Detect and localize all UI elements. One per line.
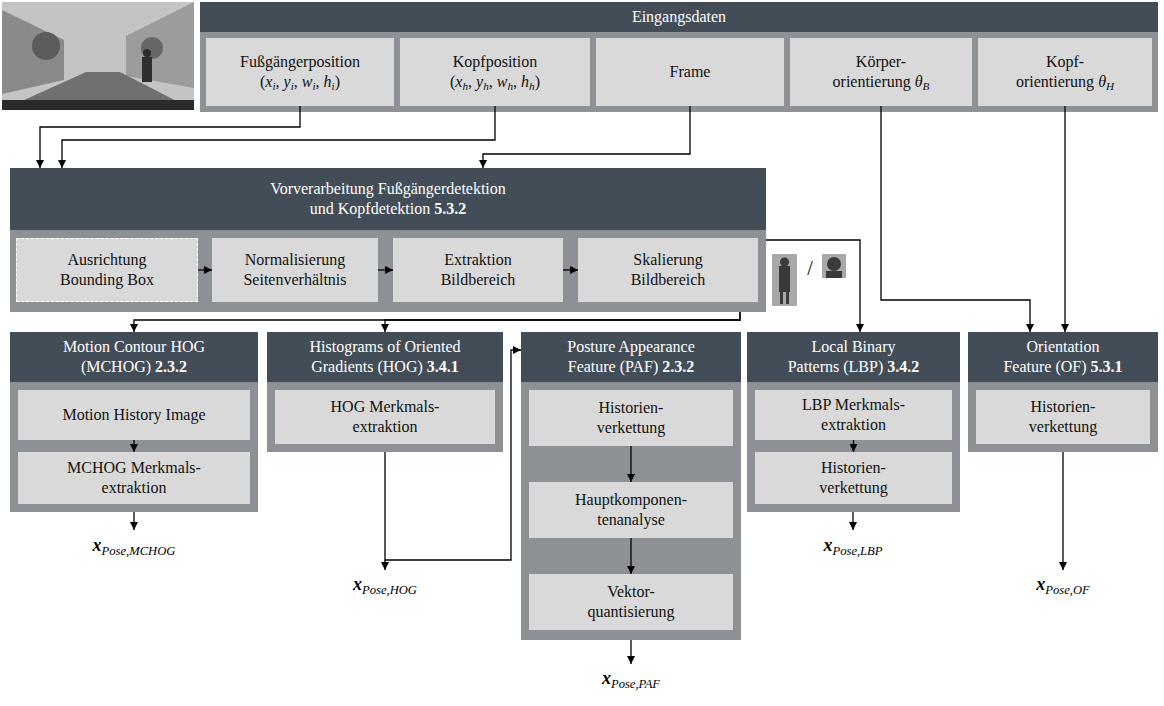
group-heading: Histograms of Oriented Gradients (HOG) 3… — [267, 332, 503, 382]
box-label: Historien- verkettung — [1029, 397, 1097, 437]
crop-leg — [786, 292, 789, 304]
group-heading: Local Binary Patterns (LBP) 3.4.2 — [747, 332, 960, 382]
process-box: Normalisierung Seitenverhältnis — [212, 238, 378, 302]
process-box: Ausrichtung Bounding Box — [16, 238, 198, 302]
box-label: LBP Merkmals- extraktion — [802, 395, 905, 435]
crop-leg — [780, 292, 783, 304]
flow-arrow — [1064, 106, 1065, 332]
flow-arrow — [385, 312, 740, 332]
process-box: Historien- verkettung — [529, 390, 733, 446]
group-heading: Vorverarbeitung Fußgängerdetektion und K… — [10, 168, 766, 230]
crop-head — [827, 257, 841, 271]
process-box: Körper- orientierung θB — [790, 38, 972, 106]
feature-vector-label: xPose,MCHOG — [93, 534, 176, 557]
box-label: Normalisierung Seitenverhältnis — [243, 250, 346, 290]
building-left — [2, 10, 64, 94]
feature-vector-label: xPose,LBP — [823, 534, 882, 557]
box-label: (xi, yi, wi, hi) — [260, 72, 340, 92]
feature-vector-label: xPose,HOG — [353, 573, 417, 596]
crop-shoulders — [826, 271, 842, 278]
process-group: Motion Contour HOG (MCHOG) 2.3.2Motion H… — [10, 332, 258, 512]
box-label: HOG Merkmals- extraktion — [331, 397, 440, 437]
process-box: Extraktion Bildbereich — [393, 238, 563, 302]
head-crop — [822, 254, 846, 278]
process-box: MCHOG Merkmals- extraktion — [18, 452, 250, 504]
output-arrow — [630, 640, 631, 664]
flow-arrow — [881, 106, 1030, 332]
pedestrian — [142, 57, 152, 82]
crop-body — [779, 266, 790, 292]
box-label: Kopfposition — [453, 52, 537, 72]
box-label: Ausrichtung Bounding Box — [60, 250, 154, 290]
sky — [2, 2, 194, 110]
tree — [32, 32, 60, 60]
group-heading: Motion Contour HOG (MCHOG) 2.3.2 — [10, 332, 258, 382]
process-box: Historien- verkettung — [755, 452, 952, 504]
process-box: Vektor- quantisierung — [529, 574, 733, 630]
crop-ground — [772, 254, 797, 306]
box-label: Frame — [670, 62, 711, 82]
box-label: MCHOG Merkmals- extraktion — [67, 458, 201, 498]
process-group: Posture Appearance Feature (PAF) 2.3.2Hi… — [521, 332, 741, 640]
box-label: Fußgängerposition — [240, 52, 360, 72]
street-photo — [2, 2, 194, 110]
road — [2, 72, 194, 110]
output-arrow — [133, 512, 134, 530]
process-group: Local Binary Patterns (LBP) 3.4.2LBP Mer… — [747, 332, 960, 512]
flow-arrow — [483, 106, 690, 168]
process-group: Histograms of Oriented Gradients (HOG) 3… — [267, 332, 503, 452]
car-hood — [2, 100, 194, 110]
process-group: Orientation Feature (OF) 5.3.1Historien-… — [968, 332, 1158, 452]
process-box: Kopfposition(xh, yh, wh, hh) — [400, 38, 590, 106]
box-label: Historien- verkettung — [597, 398, 665, 438]
box-label: Extraktion Bildbereich — [441, 250, 516, 290]
box-label: (xh, yh, wh, hh) — [450, 72, 540, 92]
process-box: Historien- verkettung — [976, 390, 1150, 444]
process-box: Fußgängerposition(xi, yi, wi, hi) — [206, 38, 394, 106]
box-label: Hauptkomponen- tenanalyse — [575, 490, 687, 530]
process-box: Frame — [596, 38, 784, 106]
box-label: Motion History Image — [62, 405, 205, 425]
process-box: HOG Merkmals- extraktion — [275, 390, 495, 444]
output-arrow — [384, 560, 385, 570]
process-group: Vorverarbeitung Fußgängerdetektion und K… — [10, 168, 766, 312]
process-box: Hauptkomponen- tenanalyse — [529, 482, 733, 538]
flow-arrow — [134, 312, 740, 332]
process-box: LBP Merkmals- extraktion — [755, 390, 952, 440]
group-heading: Orientation Feature (OF) 5.3.1 — [968, 332, 1158, 382]
group-heading: Eingangsdaten — [200, 2, 1158, 32]
flow-arrow — [40, 106, 300, 168]
tree — [141, 37, 163, 59]
feature-vector-label: xPose,PAF — [602, 667, 660, 690]
group-heading: Posture Appearance Feature (PAF) 2.3.2 — [521, 332, 741, 382]
crop-ground — [822, 254, 846, 278]
box-label: Körper- orientierung θB — [833, 52, 930, 92]
building-right — [126, 2, 194, 88]
process-box: Motion History Image — [18, 390, 250, 440]
separator-slash: / — [807, 256, 813, 281]
process-group: EingangsdatenFußgängerposition(xi, yi, w… — [200, 2, 1158, 112]
output-arrow — [852, 512, 853, 530]
feature-vector-label: xPose,OF — [1036, 573, 1089, 596]
crop-head — [780, 258, 789, 267]
flow-arrow — [766, 240, 860, 332]
box-label: Vektor- quantisierung — [587, 582, 674, 622]
pedestrian-crop — [772, 254, 797, 306]
pedestrian-head — [143, 49, 151, 57]
box-label: Historien- verkettung — [819, 458, 887, 498]
output-arrow — [1062, 452, 1063, 570]
process-box: Skalierung Bildbereich — [578, 238, 758, 302]
box-label: Kopf- orientierung θH — [1016, 52, 1114, 92]
process-box: Kopf- orientierung θH — [978, 38, 1152, 106]
flow-arrow — [62, 106, 495, 168]
box-label: Skalierung Bildbereich — [631, 250, 706, 290]
